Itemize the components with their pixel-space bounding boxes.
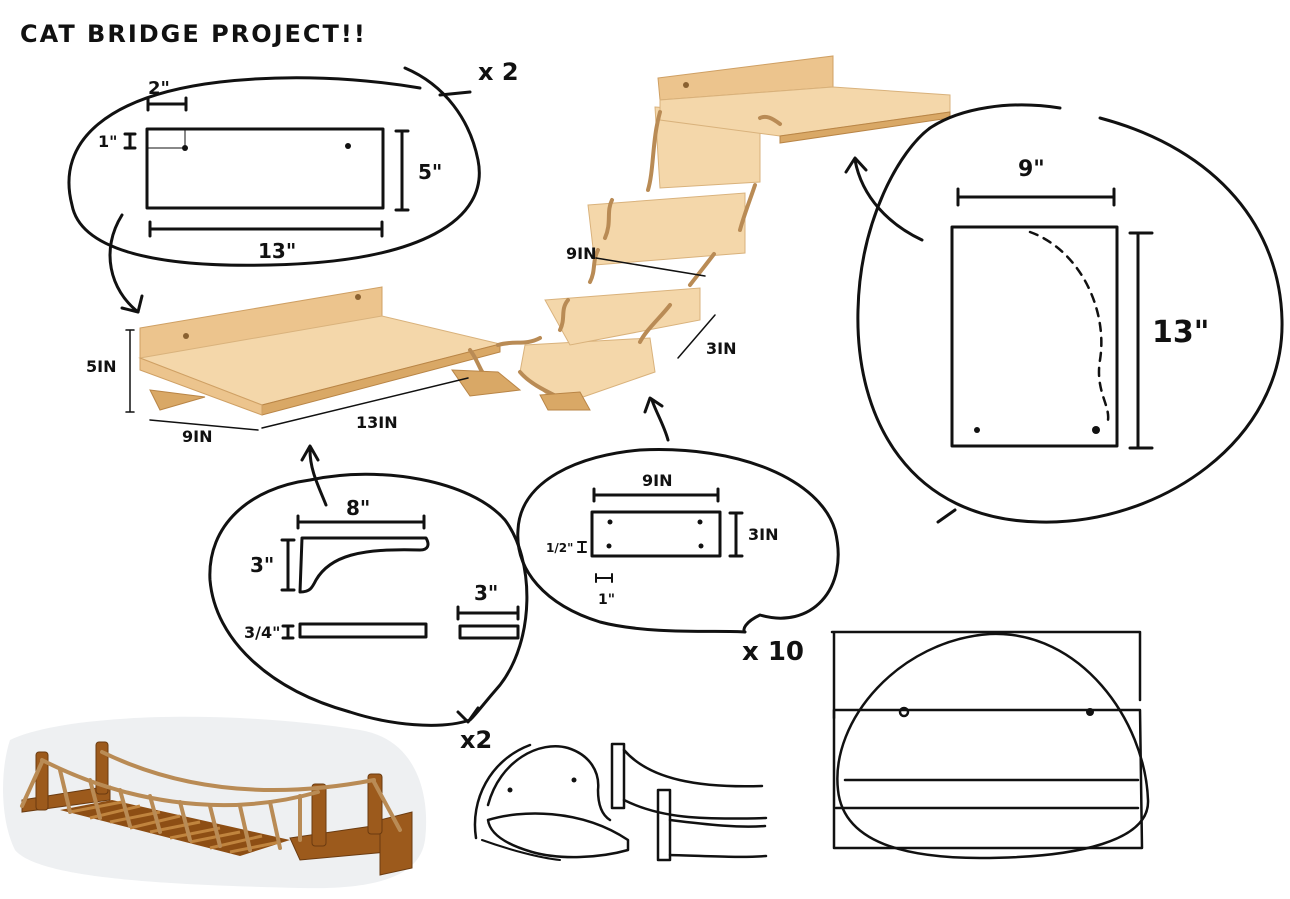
round-platform-height-label: 13" (1152, 315, 1209, 350)
bracket-detail-sketch (473, 742, 768, 862)
slat-hole-x-label: 1" (598, 592, 615, 608)
platform-length-label: 13IN (356, 413, 398, 432)
slat-width-label: 9IN (642, 471, 672, 490)
slat-height-label: 3IN (748, 525, 778, 544)
bridge-width-label: 9IN (566, 244, 596, 263)
elevation-sketch (830, 630, 1150, 860)
product-photo (3, 716, 427, 889)
slat-sketch: 9IN 3IN 1/2" 1" x 10 (516, 396, 840, 667)
bridge-illustration: 5IN 9IN 13IN 9IN 3IN (86, 55, 951, 446)
bracket-sketch: 8" 3" 3/4" 3" x2 (208, 444, 529, 754)
bracket-length-label: 8" (346, 496, 370, 520)
top-board-hole-y-label: 1" (98, 132, 117, 151)
top-board-hole-x-label: 2" (148, 78, 170, 99)
top-board-width-label: 13" (258, 239, 296, 263)
bracket-count-label: x2 (460, 726, 492, 754)
bracket-height-label: 3" (250, 553, 274, 577)
top-board-sketch: 2" 1" 5" 13" x 2 (67, 58, 519, 314)
platform-depth-label: 9IN (182, 427, 212, 446)
round-platform-sketch: 9" 13" (844, 103, 1284, 524)
bracket-thickness-label: 3/4" (244, 623, 280, 642)
bridge-depth-label: 3IN (706, 339, 736, 358)
top-board-height-label: 5" (418, 160, 442, 184)
round-platform-width-label: 9" (1018, 157, 1045, 182)
platform-height-label: 5IN (86, 357, 116, 376)
slat-count-label: x 10 (742, 637, 804, 667)
bracket-piece-label: 3" (474, 581, 498, 605)
page-title: CAT BRIDGE PROJECT!! (20, 20, 367, 48)
slat-hole-y-label: 1/2" (546, 541, 573, 555)
top-board-count-label: x 2 (478, 58, 519, 86)
